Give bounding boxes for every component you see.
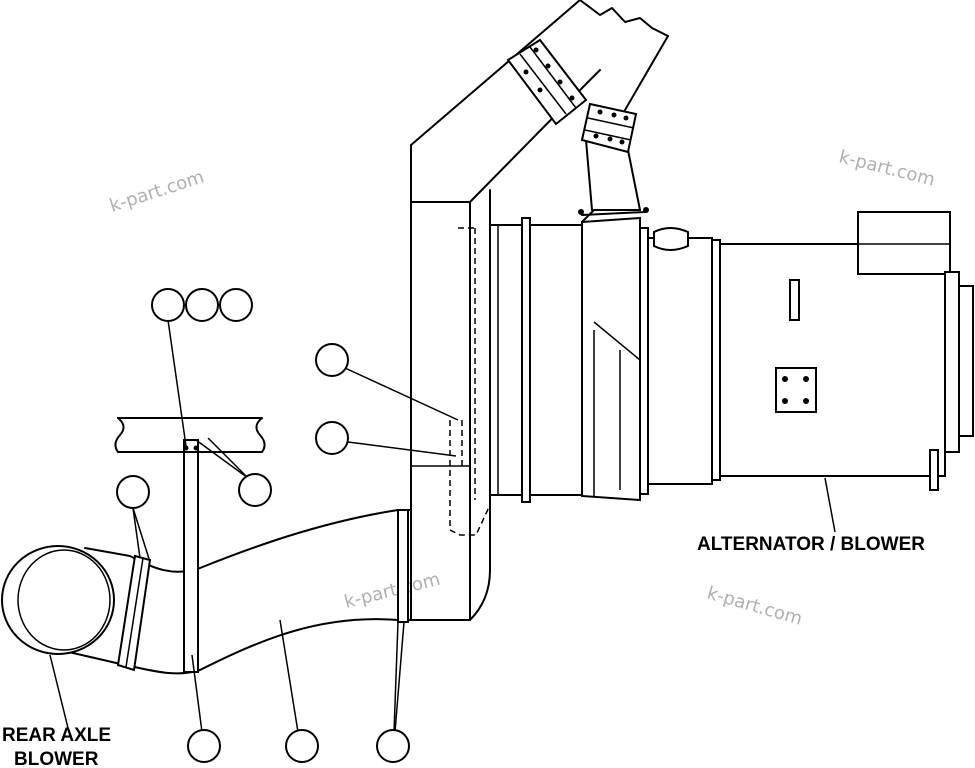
callout-bubble[interactable] [238,473,272,507]
labels: ALTERNATOR / BLOWER REAR AXLE BLOWER [2,534,925,768]
alternator-blower-label: ALTERNATOR / BLOWER [697,534,925,555]
rear-axle-blower-label-line1: REAR AXLE [2,725,111,746]
crossmember-section [114,417,266,453]
coupling-upper-left [506,38,588,126]
callout-bubble[interactable] [151,288,185,322]
watermark-top-right: k-part.com [837,146,937,190]
coupling-upper-right [580,102,638,154]
upper-ducts [506,0,669,211]
callout-bubble[interactable] [376,729,410,763]
callout-bubble[interactable] [185,288,219,322]
lower-transition-duct [59,439,412,675]
callout-bubble[interactable] [315,421,349,455]
callout-bubble[interactable] [315,343,349,377]
alternator-blower-body [719,211,974,491]
rear-axle-blower-outlet [1,545,115,655]
callout-bubble[interactable] [219,288,253,322]
watermark-bottom-right: k-part.com [705,583,805,630]
callouts [116,288,410,763]
watermark-center: k-part.com [342,569,442,613]
rear-axle-blower-label-line2: BLOWER [14,749,99,768]
callout-bubble[interactable] [285,729,319,763]
inlet-housings [489,207,721,503]
callout-bubble[interactable] [187,729,221,763]
watermark-top-left: k-part.com [107,166,207,216]
leader-lines [49,319,836,733]
callout-bubble[interactable] [116,475,150,509]
